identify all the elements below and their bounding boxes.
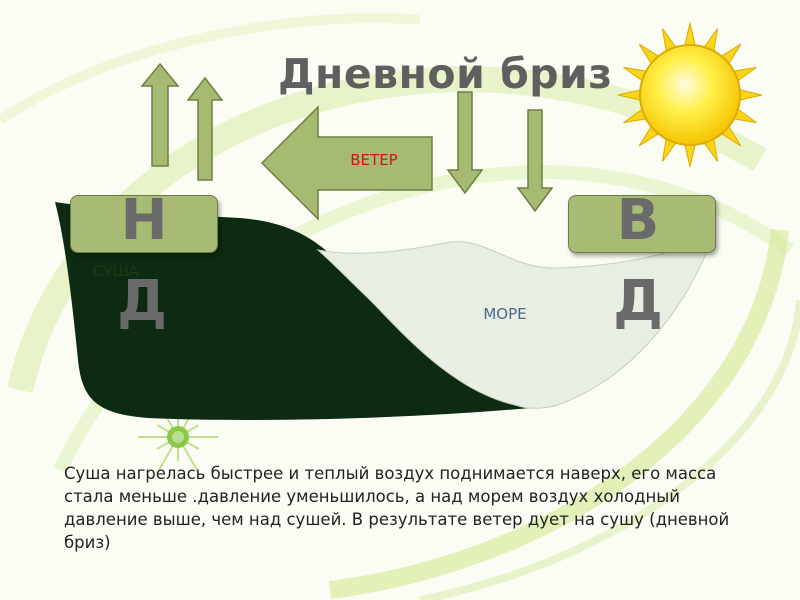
page-title: Дневной бриз — [278, 50, 613, 98]
sea-shape — [316, 237, 713, 409]
sun-ray — [683, 22, 697, 48]
low-pressure-box — [70, 195, 218, 253]
sun-ray — [683, 142, 697, 168]
sun-ray — [737, 88, 763, 102]
arrow-up-icon — [140, 62, 180, 167]
land-shape — [55, 202, 530, 420]
high-pressure-box — [568, 195, 716, 253]
arrow-left-icon — [260, 105, 433, 221]
right-box-top-letter: В — [616, 188, 660, 253]
sun-ray — [617, 88, 643, 102]
arrow-down-icon — [446, 91, 484, 195]
land-label: СУША — [93, 262, 139, 280]
right-box-bottom-letter: Д — [613, 269, 663, 334]
sea-label: МОРЕ — [483, 305, 527, 323]
sun-icon — [617, 22, 763, 168]
left-box-top-letter: Н — [120, 188, 168, 253]
arrow-up-icon — [186, 76, 224, 181]
arrow-down-icon — [516, 109, 554, 213]
description-text: Суша нагрелась быстрее и теплый воздух п… — [64, 464, 730, 552]
wind-label: ВЕТЕР — [350, 151, 398, 169]
left-box-bottom-letter: Д — [117, 269, 167, 334]
